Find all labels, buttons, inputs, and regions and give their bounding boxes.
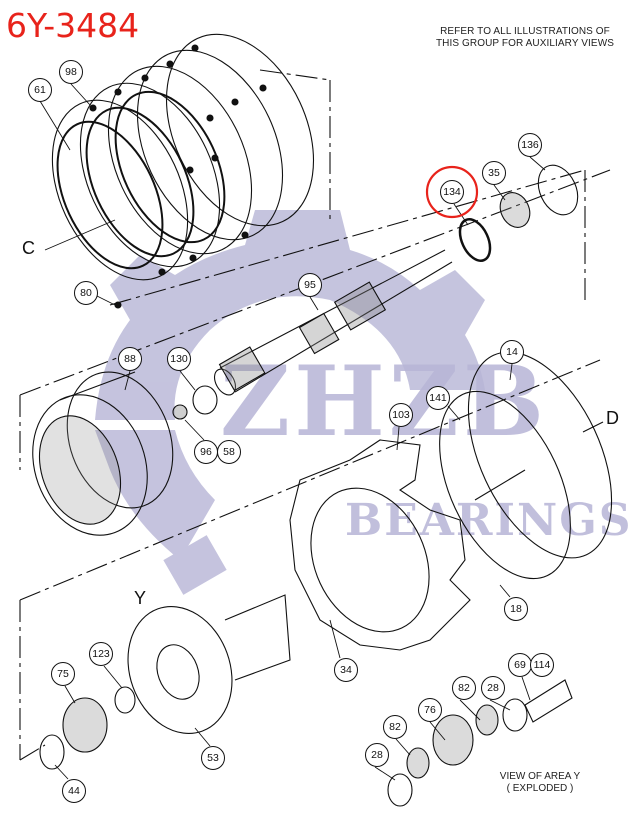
part-callout-103: 103 <box>389 403 413 427</box>
clutch-plates <box>51 33 315 281</box>
part-callout-34: 34 <box>334 658 358 682</box>
view-of-area-label: VIEW OF AREA Y ( EXPLODED ) <box>470 771 610 795</box>
part-callout-134: 134 <box>440 180 464 204</box>
part-callout-35: 35 <box>482 161 506 185</box>
part-callout-53: 53 <box>201 746 225 770</box>
part-callout-80: 80 <box>74 281 98 305</box>
watermark-text-zhzb: ZHZB <box>220 345 548 458</box>
part-callout-28b: 28 <box>365 743 389 767</box>
part-callout-114: 114 <box>530 653 554 677</box>
part-number-title: 6Y-3484 <box>6 6 140 45</box>
part-callout-130: 130 <box>167 347 191 371</box>
reference-note: REFER TO ALL ILLUSTRATIONS OF THIS GROUP… <box>425 26 625 50</box>
watermark-text-bearings: BEARINGS <box>345 495 633 546</box>
shaft <box>213 249 453 396</box>
part-callout-136: 136 <box>518 133 542 157</box>
part-callout-123: 123 <box>89 642 113 666</box>
part-callout-58: 58 <box>217 440 241 464</box>
part-callout-141: 141 <box>426 386 450 410</box>
view-line-2: ( EXPLODED ) <box>506 783 574 794</box>
part-callout-96: 96 <box>194 440 218 464</box>
view-line-1: VIEW OF AREA Y <box>499 771 581 782</box>
part-callout-44: 44 <box>62 779 86 803</box>
part-callout-88: 88 <box>118 347 142 371</box>
part-callout-95: 95 <box>298 273 322 297</box>
part-callout-98: 98 <box>59 60 83 84</box>
section-letter-c: C <box>22 238 35 258</box>
highlight-circle <box>425 165 479 219</box>
part-callout-18: 18 <box>504 597 528 621</box>
part-callout-28a: 28 <box>481 676 505 700</box>
note-line-1: REFER TO ALL ILLUSTRATIONS OF <box>440 26 610 37</box>
section-letter-y: Y <box>134 588 147 608</box>
part-callout-69: 69 <box>508 653 532 677</box>
part-callout-82a: 82 <box>452 676 476 700</box>
part-callout-75: 75 <box>51 662 75 686</box>
note-line-2: THIS GROUP FOR AUXILIARY VIEWS <box>435 38 615 49</box>
part-callout-61: 61 <box>28 78 52 102</box>
section-letter-d: D <box>606 408 619 428</box>
part-callout-82b: 82 <box>383 715 407 739</box>
part-callout-14: 14 <box>500 340 524 364</box>
part-callout-76: 76 <box>418 698 442 722</box>
